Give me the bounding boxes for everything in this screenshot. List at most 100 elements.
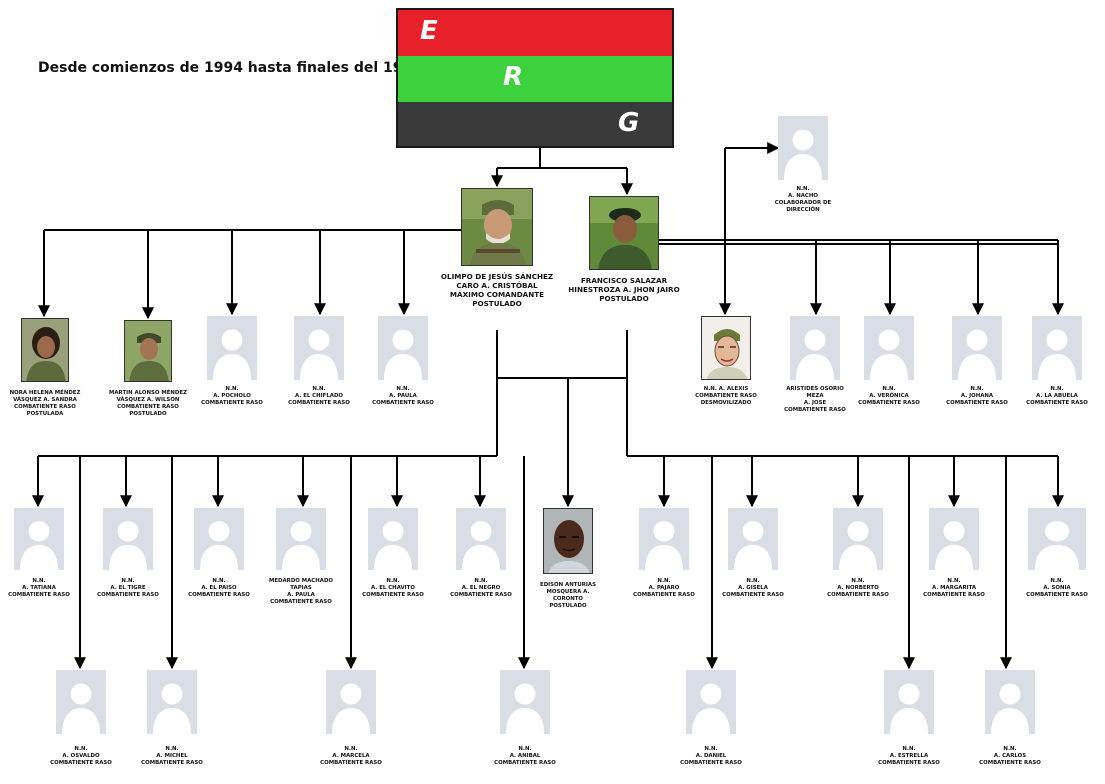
caption-line: COMBATIENTE RASO (633, 592, 695, 598)
caption-line: DESMOVILIZADO (700, 400, 752, 406)
caption-line: A. PAULA (389, 393, 417, 399)
caption-line: A. PAJARO (648, 585, 680, 591)
placeholder-avatar-icon (952, 316, 1002, 380)
caption-line: FRANCISCO SALAZAR (580, 276, 668, 285)
flag-letter-e: E (420, 16, 438, 46)
placeholder-avatar-icon (864, 316, 914, 380)
caption-line: COLABORADOR DE (774, 200, 832, 206)
caption-line: N.N. (121, 578, 135, 584)
caption-line: A. NORBERTO (837, 585, 879, 591)
person-photo (21, 318, 69, 382)
flag-band-red: E (398, 10, 672, 56)
caption-line: A. EL CHAVITO (371, 585, 415, 591)
caption-line: TAPIAS (290, 585, 312, 591)
caption-line: COMBATIENTE RASO (288, 400, 350, 406)
caption-line: N.N. (344, 746, 358, 752)
caption-line: A. MICHEL (156, 753, 188, 759)
placeholder-avatar-icon (500, 670, 550, 734)
caption-line: A. POCHOLO (213, 393, 251, 399)
placeholder-avatar-icon (194, 508, 244, 570)
caption-line: A. ESTRELLA (889, 753, 929, 759)
caption-line: COMBATIENTE RASO (784, 407, 846, 413)
placeholder-avatar-icon (56, 670, 106, 734)
caption-line: COMBATIENTE RASO (979, 760, 1041, 766)
caption-line: COMBATIENTE RASO (722, 592, 784, 598)
caption-line: A. JOHANA (960, 393, 994, 399)
placeholder-avatar-icon (207, 316, 257, 380)
caption-line: CORONTO (552, 596, 584, 602)
caption-line: A. EL CHIFLADO (294, 393, 344, 399)
placeholder-avatar-icon (686, 670, 736, 734)
person-photo (589, 196, 659, 270)
caption-line: A. PAULA (287, 592, 315, 598)
caption-line: POSTULADO (599, 294, 649, 303)
caption-line: N.N. (212, 578, 226, 584)
caption-line: MEDARDO MACHADO (268, 578, 334, 584)
placeholder-avatar-icon (1032, 316, 1082, 380)
caption-line: COMBATIENTE RASO (97, 592, 159, 598)
caption-line: A. ANIBAL (509, 753, 541, 759)
caption-line: A. MARCELA (332, 753, 370, 759)
placeholder-avatar-icon (985, 670, 1035, 734)
caption-line: COMBATIENTE RASO (141, 760, 203, 766)
caption-line: COMBATIENTE RASO (946, 400, 1008, 406)
placeholder-avatar-icon (778, 116, 828, 180)
caption-line: COMBATIENTE RASO (270, 599, 332, 605)
placeholder-avatar-icon (294, 316, 344, 380)
caption-line: COMBATIENTE RASO (8, 592, 70, 598)
person-photo (461, 188, 533, 266)
placeholder-avatar-icon (378, 316, 428, 380)
caption-line: N.N. (1050, 578, 1064, 584)
caption-line: N.N. (882, 386, 896, 392)
placeholder-avatar-icon (368, 508, 418, 570)
caption-line: COMBATIENTE RASO (827, 592, 889, 598)
flag-letter-g: G (618, 108, 640, 138)
placeholder-avatar-icon (276, 508, 326, 570)
caption-line: A. TATIANA (22, 585, 56, 591)
caption-line: POSTULADO (472, 299, 522, 308)
caption-line: COMBATIENTE RASO (201, 400, 263, 406)
caption-line: A. DANIEL (695, 753, 727, 759)
caption-line: MOSQUERA A. (546, 589, 590, 595)
caption-line: N.N. (312, 386, 326, 392)
caption-line: COMBATIENTE RASO (320, 760, 382, 766)
caption-line: COMBATIENTE RASO (1026, 400, 1088, 406)
caption-line: A. LA ABUELA (1036, 393, 1078, 399)
caption-line: POSTULADA (26, 411, 64, 417)
caption-line: COMBATIENTE RASO (50, 760, 112, 766)
caption-line: COMBATIENTE RASO (14, 404, 76, 410)
flag-band-green: R (398, 56, 672, 102)
caption-line: A. VERÓNICA (869, 393, 909, 399)
caption-line: ARISTIDES OSORIO (786, 386, 844, 392)
caption-line: POSTULADO (549, 603, 587, 609)
caption-line: COMBATIENTE RASO (188, 592, 250, 598)
placeholder-avatar-icon (929, 508, 979, 570)
caption-line: A. MARGARITA (931, 585, 977, 591)
caption-line: A. NACHO (788, 193, 818, 199)
placeholder-avatar-icon (103, 508, 153, 570)
